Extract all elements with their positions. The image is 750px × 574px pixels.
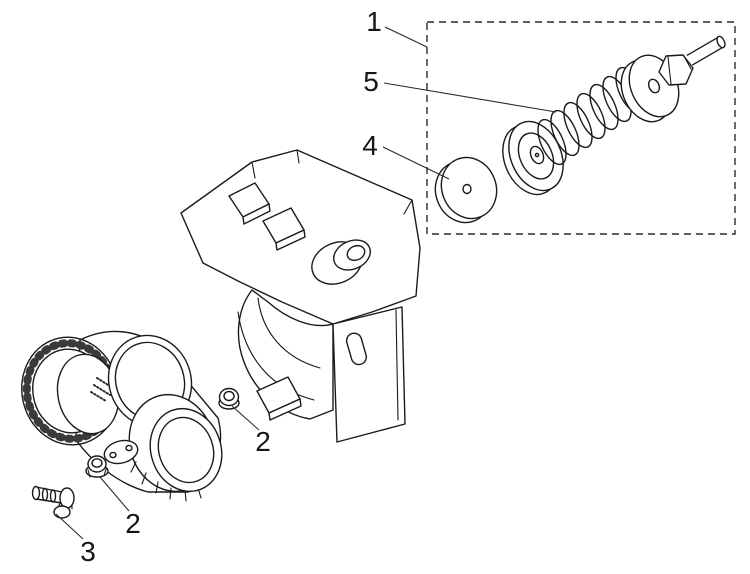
leader-1 <box>384 26 428 48</box>
seal-disc-part4 <box>434 156 498 224</box>
leader-lines <box>55 26 557 540</box>
pump-body <box>21 330 223 502</box>
side-plate <box>332 306 406 443</box>
leader-5 <box>383 82 557 113</box>
callout-3: 3 <box>80 536 96 567</box>
drain-valve-part3 <box>31 485 75 519</box>
callout-2-upper: 2 <box>255 426 271 457</box>
callout-labels: 1 5 4 2 2 3 <box>80 6 382 567</box>
valve-plate <box>502 120 564 196</box>
leader-2b <box>99 476 130 512</box>
callout-1: 1 <box>366 6 382 37</box>
callout-4: 4 <box>362 130 378 161</box>
plug-lower-part2 <box>85 455 109 478</box>
housing-bracket <box>180 149 421 443</box>
leader-3 <box>55 513 84 540</box>
leader-2a <box>231 405 260 431</box>
callout-5: 5 <box>363 66 379 97</box>
leader-4 <box>382 146 450 180</box>
outlet-collar <box>128 393 223 502</box>
piston-part1 <box>620 35 726 123</box>
plug-upper-part2 <box>218 387 240 410</box>
service-kit-box <box>426 21 736 235</box>
bolt-flange <box>103 439 139 465</box>
callout-2-lower: 2 <box>125 508 141 539</box>
plate-slot <box>345 332 368 366</box>
